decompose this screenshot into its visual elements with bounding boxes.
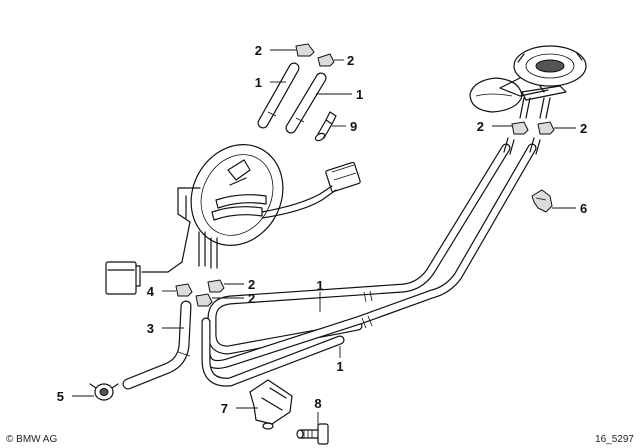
- hose-clamp-right-2: [537, 121, 555, 135]
- fuel-line-upper: [207, 143, 511, 355]
- short-hose-left: [257, 62, 300, 129]
- hose-3: [122, 300, 192, 390]
- hose-clamp-4: [175, 283, 193, 297]
- callout-1-line-lower: 1: [336, 359, 343, 374]
- callout-2-top-left: 2: [255, 43, 262, 58]
- hose-clamp-top-right: [317, 53, 335, 67]
- fuel-line-lower: [201, 143, 537, 387]
- callout-4: 4: [147, 284, 155, 299]
- callout-2-mid-1: 2: [248, 277, 255, 292]
- callout-1-short-hose-left: 1: [255, 75, 262, 90]
- retaining-clip: [531, 189, 553, 213]
- callout-6: 6: [580, 201, 587, 216]
- callout-2-top-right: 2: [347, 53, 354, 68]
- hose-clamp-right-1: [511, 121, 529, 135]
- short-hose-right: [285, 72, 327, 134]
- callout-7: 7: [221, 401, 228, 416]
- callout-1-line-upper: 1: [316, 278, 323, 293]
- callout-2-right-2: 2: [580, 121, 587, 136]
- callout-2-mid-2: 2: [248, 291, 255, 306]
- callout-9: 9: [350, 119, 357, 134]
- check-valve: [314, 111, 337, 142]
- hose-clamp-5: [89, 383, 119, 401]
- callout-1-short-hose-right: 1: [356, 87, 363, 102]
- bracket: [249, 379, 293, 430]
- hose-clamp-top-left: [295, 43, 315, 57]
- filler-neck: [469, 45, 587, 119]
- callout-8: 8: [314, 396, 321, 411]
- copyright-text: © BMW AG: [6, 434, 57, 445]
- callout-3: 3: [147, 321, 154, 336]
- diagram-id: 16_5297: [595, 434, 634, 445]
- hose-clamp-mid-2: [195, 293, 213, 307]
- callout-2-right-1: 2: [477, 119, 484, 134]
- sending-unit: [105, 144, 361, 295]
- bolt: [296, 423, 329, 445]
- hose-clamp-mid-1: [207, 279, 225, 293]
- callout-5: 5: [57, 389, 64, 404]
